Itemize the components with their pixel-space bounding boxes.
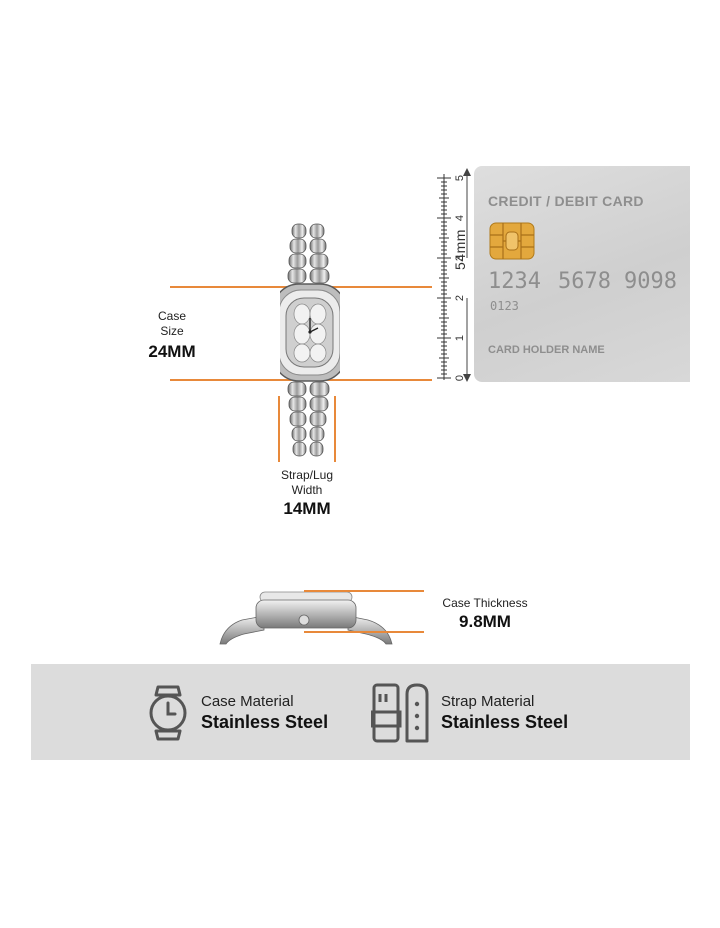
credit-card: CREDIT / DEBIT CARD 1234 5678 9098 0123 … <box>474 166 690 382</box>
materials-band: Case Material Stainless Steel Strap Mate… <box>31 664 690 760</box>
case-size-title: Case Size <box>157 309 186 338</box>
watch-icon <box>149 685 187 741</box>
lower-bracelet <box>287 381 330 457</box>
watch-side-image <box>219 591 393 645</box>
ruler-tick-label: 1 <box>454 335 466 341</box>
case-material-title: Case Material <box>201 693 294 710</box>
ruler-tick-label: 2 <box>454 295 466 301</box>
ruler-tick-label: 4 <box>454 215 466 221</box>
strap-material-value: Stainless Steel <box>441 712 569 732</box>
strap-icon <box>371 683 429 743</box>
strap-material: Strap Material Stainless Steel <box>441 693 568 733</box>
strap-right-guide-line <box>334 396 336 462</box>
card-number-group-2: 5678 <box>558 269 611 294</box>
case-thickness-title: Case Thickness <box>442 596 528 610</box>
card-number-group-3: 9098 <box>624 269 677 294</box>
card-chip-icon <box>489 222 535 260</box>
strap-left-guide-line <box>278 396 280 462</box>
case-size-value: 24MM <box>148 342 196 361</box>
strap-material-title: Strap Material <box>441 693 535 710</box>
case-thickness-value: 9.8MM <box>459 612 511 631</box>
upper-bracelet <box>287 223 330 284</box>
ruler-tick-label: 3 <box>454 255 466 261</box>
watch-front-image <box>280 223 340 457</box>
strap-width-title: Strap/Lug Width <box>280 468 334 497</box>
thickness-bottom-guide-line <box>304 631 424 633</box>
thickness-top-guide-line <box>304 590 424 592</box>
card-number-group-1: 1234 <box>488 269 541 294</box>
card-small-number: 0123 <box>490 299 519 313</box>
strap-width-value: 14MM <box>283 499 331 518</box>
card-holder-name: CARD HOLDER NAME <box>488 344 605 356</box>
case-material: Case Material Stainless Steel <box>201 693 328 733</box>
ruler-tick-label: 5 <box>454 175 466 181</box>
card-title: CREDIT / DEBIT CARD <box>488 193 644 209</box>
ruler-tick-label: 0 <box>454 375 466 381</box>
card-height-bracket <box>463 168 471 382</box>
ruler: 0 1 2 3 4 5 <box>437 174 466 381</box>
case-material-value: Stainless Steel <box>201 712 329 732</box>
